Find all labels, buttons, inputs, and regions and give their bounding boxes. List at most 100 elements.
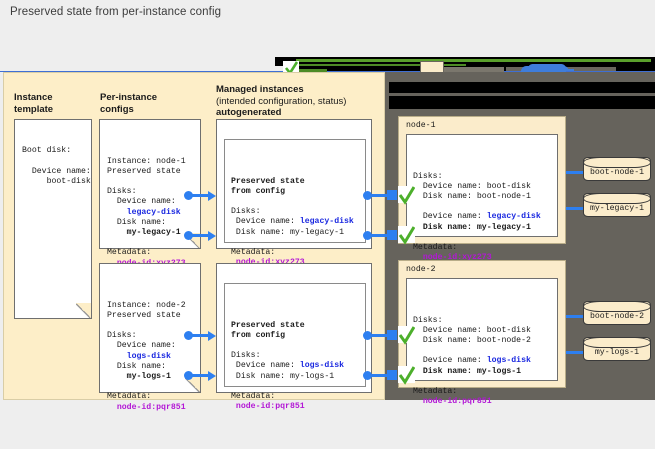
connector-line-vol-2a (566, 315, 584, 318)
managed-node-1-body: Preserved state from config Disks: Devic… (225, 160, 365, 274)
mi1-metadata-label: Metadata: (231, 248, 276, 258)
per-instance-config-node-1-body: Instance: node-1 Preserved state Disks: … (100, 140, 200, 274)
connector-arrow-c1-meta (208, 230, 216, 241)
diagram-root: Preserved state from per-instance config (0, 0, 655, 412)
mi1-device-label: Device name: (231, 217, 300, 227)
runtime-panel-header-redaction-1 (389, 82, 655, 93)
mi2-disk-line: Disk name: my-logs-1 (231, 371, 335, 381)
cream-square-icon (420, 61, 444, 72)
green-check-icon (283, 61, 299, 72)
volume-label: my-logs-1 (594, 348, 640, 357)
pic1-disk-value: my-legacy-1 (107, 228, 181, 238)
pic2-disk-label: Disk name: (107, 361, 166, 371)
connector-dot-m1-disk (363, 191, 372, 200)
connector-arrow-c2-meta (208, 370, 216, 381)
rn2-extra-device-value: logs-disk (486, 356, 531, 366)
legend-green-bar-3 (293, 69, 327, 72)
pic2-header: Instance: node-2 Preserved state (107, 300, 186, 320)
connector-dot-c2-disk (184, 331, 193, 340)
rn1-metadata-label: Metadata: (413, 243, 458, 253)
per-instance-config-node-2-body: Instance: node-2 Preserved state Disks: … (100, 284, 200, 418)
rn2-metadata-label: Metadata: (413, 387, 458, 397)
connector-dot-m2-meta (363, 371, 372, 380)
connector-dot-c2-meta (184, 371, 193, 380)
managed-instance-card-node-1: Instance: node-1 Preserved state from co… (216, 119, 372, 267)
diagram-body: Instance template Per-instance configs M… (0, 72, 655, 412)
connector-dot-c1-meta (184, 231, 193, 240)
mi1-preserved: Preserved state from config (231, 176, 305, 196)
connector-dot-c1-disk (184, 191, 193, 200)
mi2-device-label: Device name: (231, 361, 300, 371)
connector-line-m2-meta (370, 374, 390, 377)
connector-line-c2-meta (191, 374, 209, 377)
rn1-extra-device-label: Device name: (413, 212, 487, 222)
mi2-disks-label: Disks: (231, 351, 261, 361)
per-instance-configs-head-2: configs (100, 103, 134, 115)
connector-line-m2-disk (370, 334, 390, 337)
volume-label: my-legacy-1 (589, 204, 645, 213)
instance-template-head-2: template (14, 103, 54, 115)
mi1-disk-line: Disk name: my-legacy-1 (231, 227, 345, 237)
connector-line-c2-disk (191, 334, 209, 337)
cylinder-top (583, 301, 651, 312)
pic1-disk-label: Disk name: (107, 217, 166, 227)
mi2-device-value: logs-disk (299, 361, 345, 371)
dog-ear-corner (76, 303, 92, 319)
volume-label: boot-node-1 (589, 168, 645, 177)
connector-arrow-c2-disk (208, 330, 216, 341)
column-heading-managed-instances: Managed instances (intended configuratio… (216, 84, 346, 119)
connector-square-m2-meta (387, 370, 397, 380)
connector-line-vol-1b (566, 207, 584, 210)
runtime-node-2-body: Disks: Device name: boot-disk Disk name:… (407, 299, 557, 413)
cylinder-top (583, 157, 651, 168)
connector-line-m1-meta (370, 234, 390, 237)
rn1-metadata-value: node-id:xyz273 (413, 253, 492, 263)
runtime-node-1-detail: Disks: Device name: boot-disk Disk name:… (406, 134, 558, 262)
runtime-node-2-name: node-2 (406, 265, 436, 274)
disk-cylinder-icon: my-legacy-1 (583, 193, 651, 217)
column-heading-instance-template: Instance template (14, 92, 53, 115)
managed-node-2-body: Preserved state from config Disks: Devic… (225, 304, 365, 418)
instance-template-card: Boot disk: Device name: boot-disk (14, 119, 92, 319)
rn2-boot-device: Device name: boot-disk (413, 325, 531, 335)
legend-grey-bar-1 (444, 67, 504, 72)
column-heading-per-instance-configs: Per-instance configs (100, 92, 157, 115)
disk-cylinder-icon: boot-node-1 (583, 157, 651, 181)
rn2-disks-label: Disks: (413, 315, 443, 325)
connector-square-m1-meta (387, 230, 397, 240)
page-title: Preserved state from per-instance config (10, 6, 222, 18)
runtime-node-1-body: Disks: Device name: boot-disk Disk name:… (407, 155, 557, 269)
connector-dot-m2-disk (363, 331, 372, 340)
pic2-device-label: Device name: (107, 341, 176, 351)
green-check-icon (398, 186, 415, 205)
volume-label: boot-node-2 (589, 312, 645, 321)
title-bar: Preserved state from per-instance config (0, 0, 655, 28)
legend-blue-rule (0, 71, 655, 72)
pic1-metadata-label: Metadata: (107, 248, 152, 258)
mi1-metadata-value: node-id:xyz273 (231, 258, 305, 267)
blue-pill-icon-top (528, 64, 566, 72)
disk-cylinder-icon: my-logs-1 (583, 337, 651, 361)
pic2-disk-value: my-logs-1 (107, 372, 171, 382)
connector-dot-m1-meta (363, 231, 372, 240)
green-check-icon (398, 326, 415, 345)
rn2-extra-device-label: Device name: (413, 356, 487, 366)
legend-green-bar-1 (296, 59, 651, 62)
rn1-boot-disk: Disk name: boot-node-1 (413, 192, 531, 202)
rn1-extra-disk: Disk name: my-legacy-1 (413, 222, 531, 232)
blue-pill-tail (560, 69, 574, 72)
mi2-preserved: Preserved state from config (231, 320, 305, 340)
green-check-icon (398, 366, 415, 385)
pic1-device-value: legacy-disk (107, 207, 181, 217)
per-instance-configs-head-1: Per-instance (100, 92, 158, 103)
rn1-disks-label: Disks: (413, 171, 443, 181)
cylinder-top (583, 193, 651, 204)
cylinder-top (583, 337, 651, 348)
instance-template-head-1: Instance (14, 92, 53, 103)
connector-line-c1-meta (191, 234, 209, 237)
managed-instance-card-node-2: Instance: node-2 Preserved state from co… (216, 263, 372, 411)
connector-arrow-c1-disk (208, 190, 216, 201)
connector-line-vol-1a (566, 171, 584, 174)
rn2-boot-disk: Disk name: boot-node-2 (413, 336, 531, 346)
runtime-node-1-name: node-1 (406, 121, 436, 130)
